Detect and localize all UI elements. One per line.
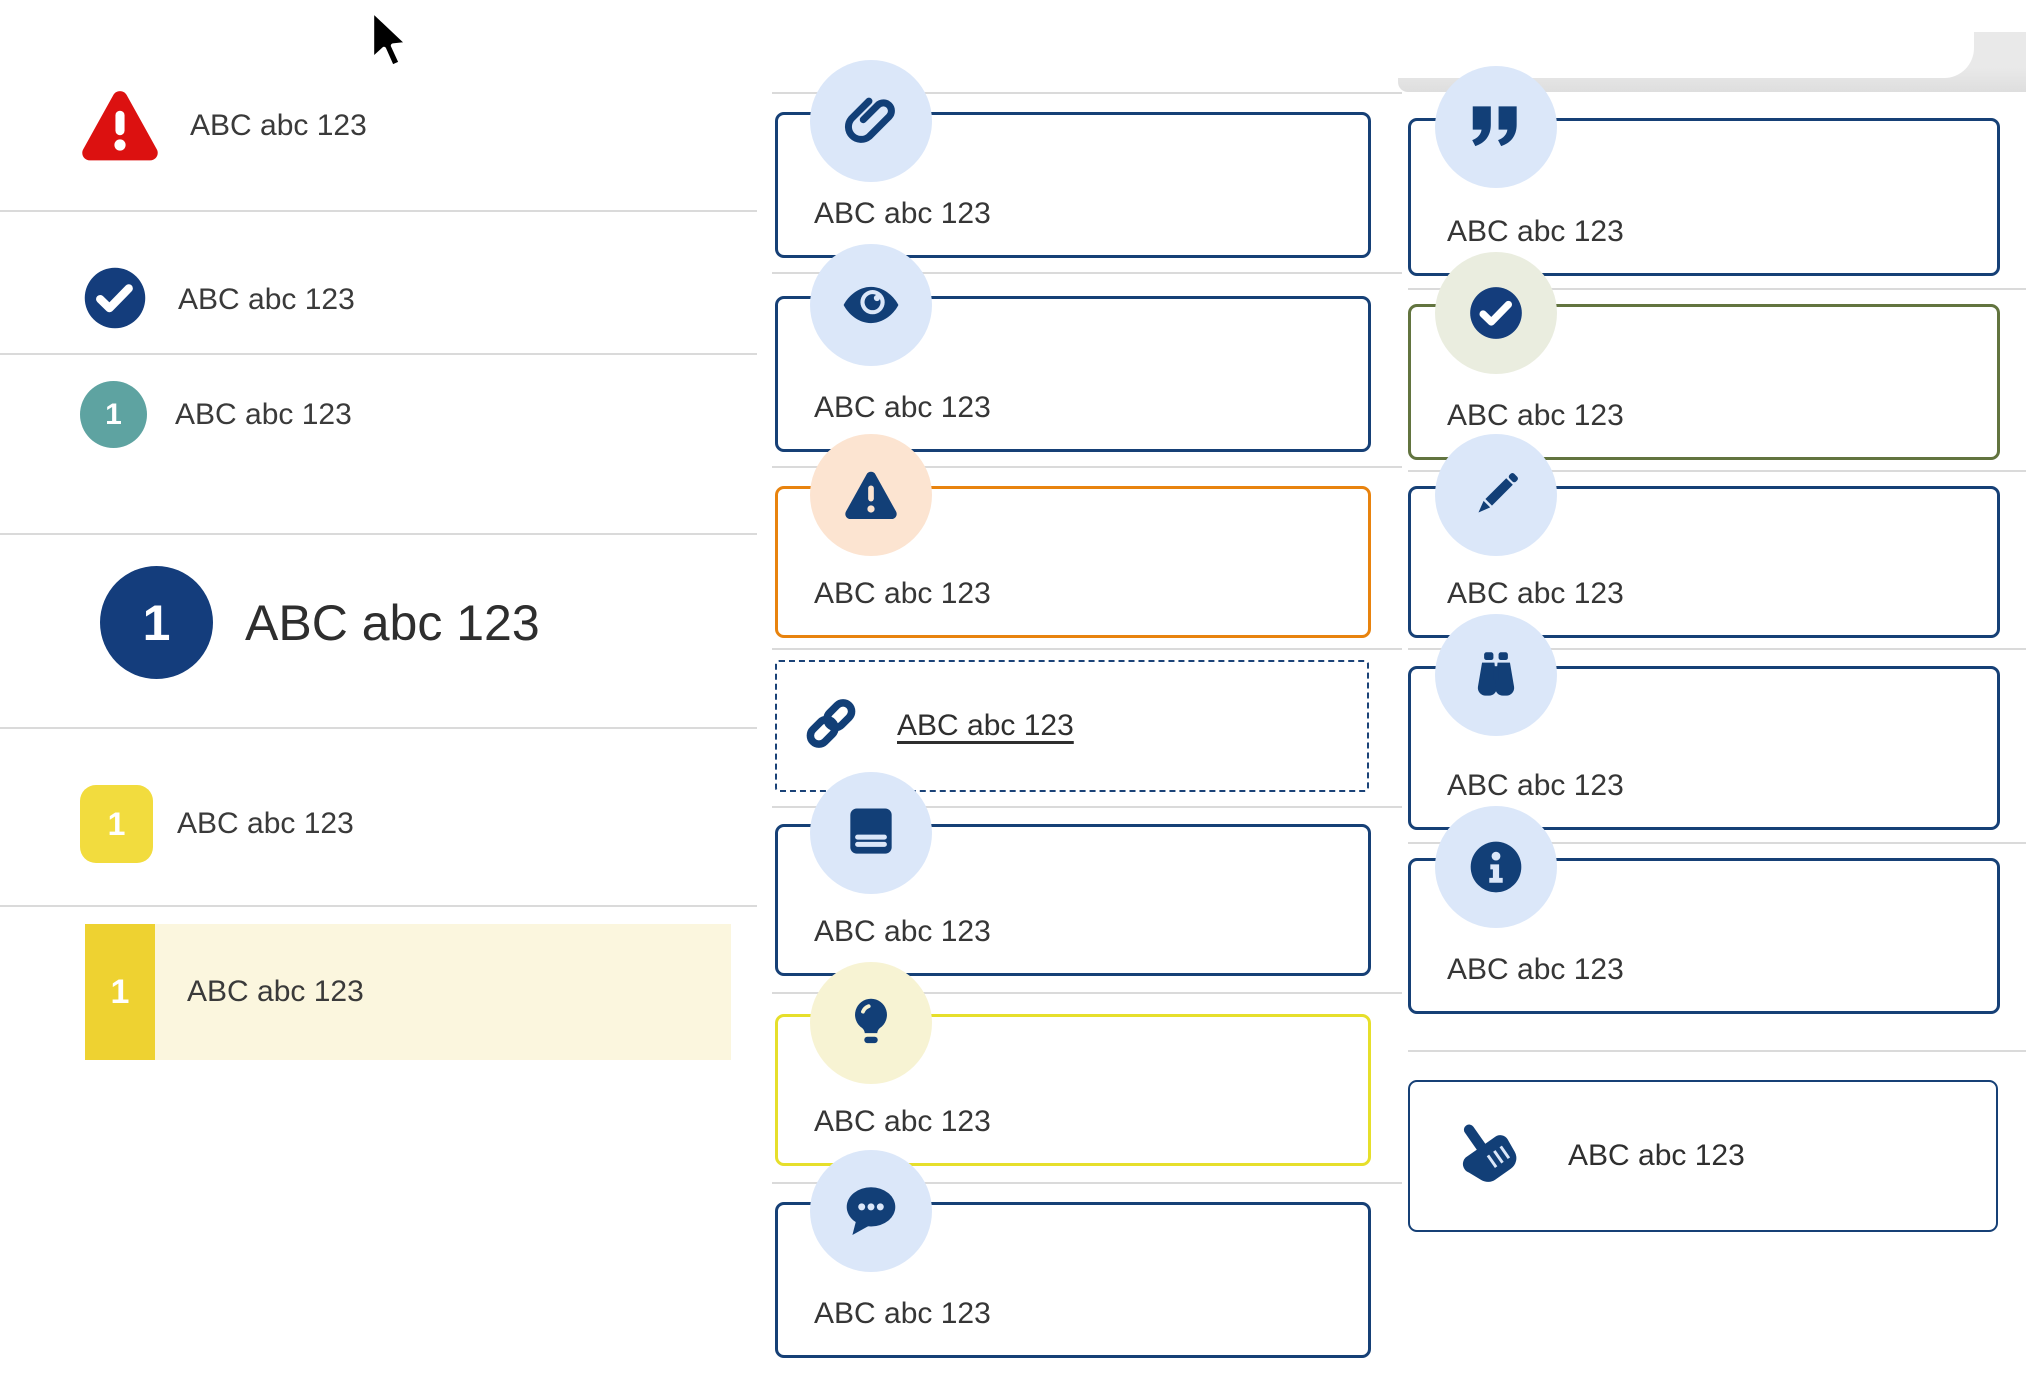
- paperclip-icon: [810, 60, 932, 182]
- warning-triangle-icon: [810, 434, 932, 556]
- callout-edit: ABC abc 123: [1408, 434, 2000, 638]
- callout-label: ABC abc 123: [814, 915, 991, 948]
- divider: [1408, 288, 2026, 290]
- callout-label: ABC abc 123: [1447, 215, 1624, 248]
- panel-top-edge: [1398, 32, 2026, 92]
- divider: [0, 210, 757, 212]
- list-item-warning: ABC abc 123: [0, 76, 367, 176]
- number-circle-navy-large: 1: [100, 566, 213, 679]
- number-circle-teal: 1: [80, 381, 147, 448]
- list-item-number-teal: 1 ABC abc 123: [0, 381, 352, 448]
- callout-label: ABC abc 123: [1568, 1139, 1745, 1172]
- divider: [0, 727, 757, 729]
- callout-book: ABC abc 123: [775, 772, 1371, 976]
- link-icon: [799, 692, 863, 761]
- callout-eye: ABC abc 123: [775, 244, 1371, 452]
- check-circle-icon: [82, 265, 148, 336]
- divider: [0, 353, 757, 355]
- info-icon: [1435, 806, 1557, 928]
- check-circle-icon: [1435, 252, 1557, 374]
- divider: [1408, 1050, 2026, 1052]
- list-item-label: ABC abc 123: [187, 975, 364, 1008]
- divider: [0, 905, 757, 907]
- divider: [772, 466, 1402, 468]
- callout-link-label[interactable]: ABC abc 123: [897, 709, 1074, 742]
- binoculars-icon: [1435, 614, 1557, 736]
- quote-icon: [1435, 66, 1557, 188]
- list-item-label: ABC abc 123: [177, 807, 354, 840]
- divider: [772, 648, 1402, 650]
- callout-attachment: ABC abc 123: [775, 60, 1371, 258]
- pencil-icon: [1435, 434, 1557, 556]
- callout-label: ABC abc 123: [1447, 953, 1624, 986]
- callout-label: ABC abc 123: [1447, 769, 1624, 802]
- divider: [772, 806, 1402, 808]
- book-icon: [810, 772, 932, 894]
- divider: [772, 992, 1402, 994]
- callout-label: ABC abc 123: [1447, 399, 1624, 432]
- hand-pointer-icon: [1446, 1115, 1524, 1198]
- list-item-number-heading: 1 ABC abc 123: [0, 565, 540, 680]
- list-item-number-yellow: 1 ABC abc 123: [0, 785, 354, 863]
- callout-label: ABC abc 123: [814, 577, 991, 610]
- list-item-highlighted[interactable]: ABC abc 123: [187, 924, 364, 1060]
- callout-label: ABC abc 123: [814, 391, 991, 424]
- list-item-label: ABC abc 123: [175, 397, 352, 431]
- callout-chat: ABC abc 123: [775, 1150, 1371, 1358]
- number-square-yellow: 1: [80, 785, 153, 863]
- number-bar-yellow[interactable]: 1: [85, 924, 155, 1060]
- divider: [772, 272, 1402, 274]
- callout-info: ABC abc 123: [1408, 806, 2000, 1014]
- warning-triangle-icon: [78, 82, 162, 171]
- divider: [772, 92, 1402, 94]
- callout-label: ABC abc 123: [814, 1297, 991, 1330]
- callout-warning: ABC abc 123: [775, 434, 1371, 638]
- list-item-label: ABC abc 123: [190, 109, 367, 142]
- chat-bubble-icon: [810, 1150, 932, 1272]
- callout-label: ABC abc 123: [814, 197, 991, 230]
- callout-tip: ABC abc 123: [775, 962, 1371, 1166]
- callout-action: ABC abc 123: [1408, 1080, 1998, 1232]
- eye-icon: [810, 244, 932, 366]
- list-item-check: ABC abc 123: [0, 267, 355, 333]
- mouse-cursor: [366, 7, 412, 83]
- callout-quote: ABC abc 123: [1408, 66, 2000, 276]
- callout-label: ABC abc 123: [1447, 577, 1624, 610]
- divider: [772, 1182, 1402, 1184]
- callout-label: ABC abc 123: [814, 1105, 991, 1138]
- lightbulb-icon: [810, 962, 932, 1084]
- callout-search: ABC abc 123: [1408, 614, 2000, 830]
- callout-link: ABC abc 123: [775, 660, 1369, 792]
- highlighted-row-background: [85, 924, 731, 1060]
- divider: [1408, 842, 2026, 844]
- heading-label: ABC abc 123: [245, 594, 540, 651]
- divider: [0, 533, 757, 535]
- divider: [1408, 648, 2026, 650]
- list-item-label: ABC abc 123: [178, 283, 355, 316]
- divider: [1408, 470, 2026, 472]
